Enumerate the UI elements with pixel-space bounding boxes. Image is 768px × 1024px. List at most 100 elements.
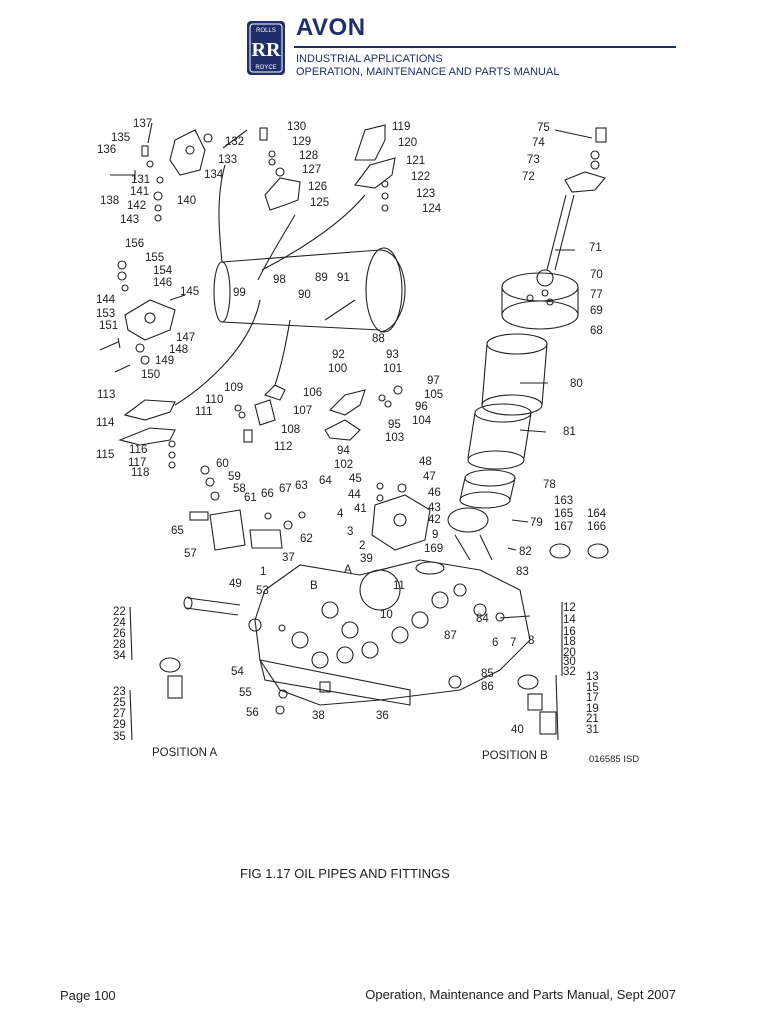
callout-label: 29 (113, 719, 126, 731)
callout-label: 72 (522, 171, 535, 183)
callout-label: 24 (113, 617, 126, 629)
callout-label: 16 (563, 626, 576, 638)
callout-label: 6 (492, 637, 498, 649)
callout-label: 15 (586, 682, 599, 694)
callout-label: 68 (590, 325, 603, 337)
callout-label: 70 (590, 269, 603, 281)
callout-label: 54 (231, 666, 244, 678)
brand-title: AVON (296, 14, 366, 41)
callout-label: 103 (385, 432, 404, 444)
callout-label: 78 (543, 479, 556, 491)
callout-label: 10 (380, 609, 393, 621)
callout-label: 61 (244, 492, 257, 504)
callout-label: 123 (416, 188, 435, 200)
logo-text-bottom: ROYCE (255, 65, 276, 71)
callout-label: 154 (153, 265, 173, 277)
callout-label: 92 (332, 349, 345, 361)
callout-label: 77 (590, 289, 603, 301)
callout-label: 114 (96, 417, 115, 429)
callout-label: 102 (334, 459, 353, 471)
callout-label: 21 (586, 713, 599, 725)
callout-label: 11 (393, 580, 405, 592)
footer-manual-title: Operation, Maintenance and Parts Manual,… (365, 987, 676, 1002)
callout-label: 149 (155, 355, 174, 367)
callout-label: 20 (563, 647, 576, 659)
callout-label: 96 (415, 401, 428, 413)
callout-label: 35 (113, 731, 126, 743)
logo-text-top: ROLLS (256, 28, 276, 34)
callout-label: 88 (372, 333, 385, 345)
callout-label: 105 (424, 389, 443, 401)
diagram-line-art (99, 122, 609, 741)
callout-label: 60 (216, 458, 229, 470)
callout-label: 134 (204, 169, 224, 181)
callout-label: 81 (563, 426, 576, 438)
callout-label: 106 (303, 387, 322, 399)
page-number: Page 100 (60, 988, 116, 1003)
callout-label: 91 (337, 272, 350, 284)
callout-label: 41 (354, 503, 367, 515)
callout-label: 80 (570, 378, 583, 390)
callout-label: 38 (312, 710, 325, 722)
callout-label: 116 (129, 444, 147, 456)
callout-label: 155 (145, 252, 164, 264)
callout-label: 145 (180, 286, 199, 298)
callout-label: 40 (511, 724, 524, 736)
callout-label: 87 (444, 630, 457, 642)
callout-label: 108 (281, 424, 300, 436)
position-b-label: POSITION B (482, 750, 548, 762)
callout-labels: 1371351361311381411421431401341331321301… (96, 118, 607, 743)
callout-label: 83 (516, 566, 529, 578)
callout-label: 74 (532, 137, 545, 149)
callout-label: 147 (176, 332, 195, 344)
callout-label: 47 (423, 471, 436, 483)
rolls-royce-logo: ROLLS RR ROYCE (246, 20, 286, 76)
callout-label: 122 (411, 171, 430, 183)
callout-label: 151 (99, 320, 118, 332)
callout-label: 90 (298, 289, 311, 301)
callout-label: 39 (360, 553, 373, 565)
position-a-label: POSITION A (152, 747, 218, 759)
drawing-reference: 016585 ISD (589, 754, 639, 765)
callout-label: 111 (195, 406, 212, 418)
callout-label: 58 (233, 483, 246, 495)
callout-label: 84 (476, 613, 489, 625)
callout-label: 36 (376, 710, 389, 722)
callout-label: 56 (246, 707, 259, 719)
callout-label: 28 (113, 639, 126, 651)
callout-label: 62 (300, 533, 313, 545)
figure-caption: FIG 1.17 OIL PIPES AND FITTINGS (240, 866, 450, 881)
callout-label: 124 (422, 203, 442, 215)
callout-label: 25 (113, 697, 126, 709)
callout-label: 109 (224, 382, 243, 394)
callout-label: 165 (554, 508, 573, 520)
callout-label: 97 (427, 375, 440, 387)
callout-label: 137 (133, 118, 152, 130)
callout-label: 79 (530, 517, 543, 529)
callout-label: 121 (406, 155, 425, 167)
callout-label: 86 (481, 681, 494, 693)
callout-label: 119 (392, 121, 410, 133)
callout-label: A (344, 564, 352, 576)
callout-label: 156 (125, 238, 144, 250)
callout-label: 49 (229, 578, 242, 590)
callout-label: 1 (260, 566, 266, 578)
callout-label: 163 (554, 495, 573, 507)
callout-label: 140 (177, 195, 196, 207)
callout-label: 66 (261, 488, 274, 500)
callout-label: 167 (554, 521, 573, 533)
callout-label: 144 (96, 294, 116, 306)
header-rule (294, 46, 676, 48)
callout-label: 94 (337, 445, 350, 457)
callout-label: 30 (563, 656, 576, 668)
callout-label: 73 (527, 154, 540, 166)
callout-label: 32 (563, 666, 576, 678)
callout-label: 131 (131, 174, 150, 186)
callout-label: 120 (398, 137, 417, 149)
callout-label: 141 (130, 186, 149, 198)
callout-label: 42 (428, 514, 441, 526)
callout-label: 146 (153, 277, 172, 289)
callout-label: 101 (383, 363, 402, 375)
callout-label: 69 (590, 305, 603, 317)
